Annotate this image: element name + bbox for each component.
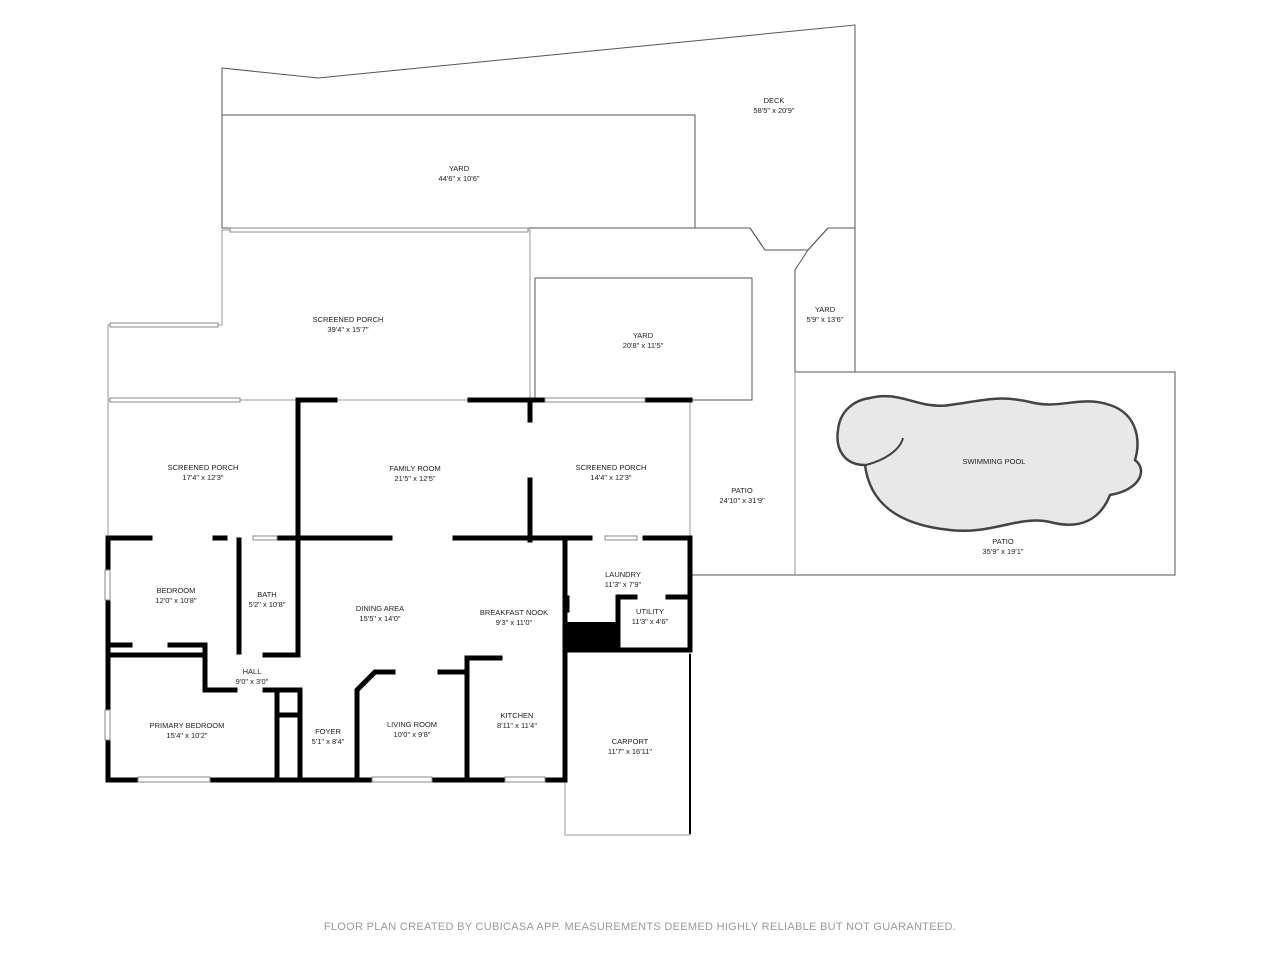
room-name: LIVING ROOM	[386, 720, 438, 729]
room-size: 39'4" x 15'7"	[327, 325, 369, 334]
room-name: YARD	[632, 331, 654, 340]
room-size: 20'8" x 11'5"	[622, 341, 664, 350]
room-size: 12'0" x 10'8"	[155, 596, 197, 605]
room-size: 11'3" x 7'9"	[604, 580, 642, 589]
room-size: 15'5" x 14'0"	[359, 614, 401, 623]
room-name: FOYER	[315, 727, 341, 736]
room-name: SCREENED PORCH	[312, 315, 384, 324]
room-name: KITCHEN	[500, 711, 534, 720]
room-name: LAUNDRY	[605, 570, 641, 579]
room-name: PATIO	[992, 537, 1014, 546]
room-size: 17'4" x 12'3"	[182, 473, 224, 482]
patio-outline	[530, 227, 856, 372]
room-name: YARD	[814, 305, 836, 314]
room-name: UTILITY	[636, 607, 664, 616]
room-size: 44'6" x 10'6"	[438, 174, 480, 183]
room-size: 5'2" x 10'8"	[248, 600, 286, 609]
room-name: DECK	[763, 96, 785, 105]
room-size: 11'3" x 4'6"	[631, 617, 669, 626]
room-size: 10'0" x 9'8"	[393, 730, 431, 739]
room-size: 5'1" x 8'4"	[311, 737, 345, 746]
room-name: CARPORT	[611, 737, 649, 746]
room-name: DINING AREA	[355, 604, 405, 613]
room-size: 9'3" x 11'0"	[495, 618, 533, 627]
room-name: FAMILY ROOM	[389, 464, 441, 473]
room-name: PATIO	[731, 486, 753, 495]
room-name: PRIMARY BEDROOM	[149, 721, 225, 730]
yard-right-outline	[794, 249, 809, 372]
room-name: SWIMMING POOL	[962, 457, 1026, 466]
room-name: BEDROOM	[156, 586, 196, 595]
room-name: SCREENED PORCH	[575, 463, 647, 472]
windows	[104, 227, 646, 783]
room-size: 21'5" x 12'5"	[394, 474, 436, 483]
room-name: BATH	[257, 590, 277, 599]
room-name: YARD	[448, 164, 470, 173]
disclaimer-footer: FLOOR PLAN CREATED BY CUBICASA APP. MEAS…	[323, 921, 957, 933]
room-size: 9'0" x 3'0"	[235, 677, 269, 686]
room-swimming-pool: SWIMMING POOL	[963, 457, 1026, 467]
room-name: HALL	[242, 667, 262, 676]
room-size: 11'7" x 16'11"	[607, 747, 653, 756]
room-size: 58'5" x 20'9"	[753, 106, 795, 115]
room-size: 8'11" x 11'4"	[496, 721, 538, 730]
deck-outline	[221, 24, 856, 251]
room-size: 14'4" x 12'3"	[590, 473, 632, 482]
room-size: 5'9" x 13'6"	[806, 315, 844, 324]
room-size: 15'4" x 10'2"	[166, 731, 208, 740]
room-name: BREAKFAST NOOK	[479, 608, 549, 617]
room-size: 35'9" x 19'1"	[982, 547, 1024, 556]
patio-pool-outline	[690, 371, 1176, 576]
swimming-pool-shape	[836, 394, 1143, 533]
room-name: SCREENED PORCH	[167, 463, 239, 472]
chimney-block	[567, 622, 618, 650]
room-size: 24'10" x 31'9"	[719, 496, 765, 505]
pool-step	[865, 437, 904, 466]
